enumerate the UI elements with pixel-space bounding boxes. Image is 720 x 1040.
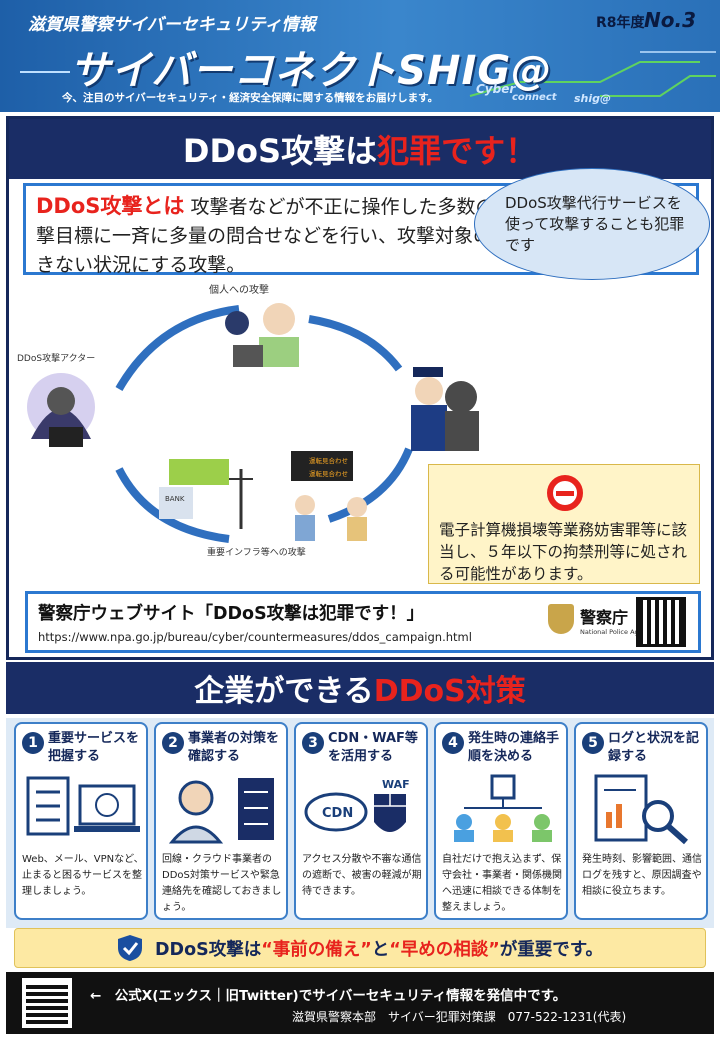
card-body: Web、メール、VPNなど、止まると困るサービスを整理しましょう。: [22, 854, 144, 897]
npa-logo-text: 警察庁: [580, 608, 629, 627]
card-3: 3 CDN・WAF等を活用する CDN WAF アクセス分散や不審な通信の遮断で…: [294, 722, 428, 920]
summary-pre: DDoS攻撃は: [155, 939, 262, 960]
countermeasure-cards: 1 重要サービスを把握する Web、メール、VPNなど、止まると困るサービスを整…: [6, 718, 714, 928]
card-title: 発生時の連絡手順を決める: [468, 731, 560, 764]
card-number: 5: [582, 732, 604, 754]
police-officer-icon: [411, 367, 479, 451]
bank-label: BANK: [165, 495, 185, 503]
card-body: 回線・クラウド事業者のDDoS対策サービスや緊急連絡先を確認しておきましょう。: [162, 854, 282, 913]
board-line-2: 運転見合わせ: [309, 469, 348, 478]
departure-board-icon: 運転見合わせ 運転見合わせ: [291, 451, 367, 541]
card-title: CDN・WAF等を活用する: [328, 731, 418, 764]
arrow-individual-to-police: [308, 315, 403, 372]
tag-connect: connect: [512, 92, 557, 103]
card-5: 5 ログと状況を記録する 発生時刻、影響範囲、通信ログを残すと、原因調査や相談に…: [574, 722, 708, 920]
cdn-waf-icon: CDN WAF: [304, 778, 410, 832]
log-magnifier-icon: [594, 774, 688, 845]
definition-term: DDoS攻撃とは: [36, 194, 185, 218]
card-body: 自社だけで抱え込まず、保守会社・事業者・関係機関へ迅速に相談できる体制を整えまし…: [442, 854, 562, 913]
header-banner: 滋賀県警察サイバーセキュリティ情報 R8年度 No.3 サイバーコネクトSHIG…: [0, 0, 720, 112]
tag-cyber: Cyber: [476, 82, 516, 96]
issue-number: No.3: [644, 8, 696, 32]
card-number: 1: [22, 732, 44, 754]
section2-title-part2: DDoS対策: [373, 674, 526, 709]
hacker-icon: [27, 373, 95, 447]
npa-link-title[interactable]: 警察庁ウェブサイト「DDoS攻撃は犯罪です！」: [38, 604, 425, 624]
summary-quote-1: “事前の備え”: [261, 939, 372, 960]
npa-website-box[interactable]: 警察庁ウェブサイト「DDoS攻撃は犯罪です！」 https://www.npa.…: [25, 591, 701, 653]
infrastructure-icon: [159, 459, 253, 529]
checklist-laptop-icon: [26, 776, 140, 836]
section2-title-part1: 企業ができる: [194, 674, 374, 709]
footer: ← 公式X(エックス｜旧Twitter)でサイバーセキュリティ情報を発信中です。…: [6, 972, 714, 1034]
card-body: アクセス分散や不審な通信の遮断で、被害の軽減が期待できます。: [302, 854, 422, 897]
label-ddos-actor: DDoS攻撃アクター: [17, 352, 95, 364]
card-number: 4: [442, 732, 464, 754]
card-2: 2 事業者の対策を確認する 回線・クラウド事業者のDDoS対策サービスや緊急連絡…: [154, 722, 288, 920]
summary-post: が重要です。: [499, 939, 603, 960]
section1-title-part2: 犯罪です！: [377, 132, 538, 170]
org-chart-icon: [454, 774, 552, 842]
waf-label: WAF: [382, 778, 410, 791]
support-operator-server-icon: [168, 778, 274, 844]
summary-quote-2: “早めの相談”: [389, 939, 500, 960]
ddos-illustration: 個人への攻撃 DDoS攻撃アクター 重要インフラ等への攻撃 BANK: [17, 283, 479, 558]
issue-year: R8年度: [596, 15, 645, 31]
summary-mid: と: [371, 939, 390, 960]
card-4: 4 発生時の連絡手順を決める 自社だけで抱え込まず、保守会社・事業者・関係機関へ…: [434, 722, 568, 920]
card-1: 1 重要サービスを把握する Web、メール、VPNなど、止まると困るサービスを整…: [14, 722, 148, 920]
card-title: 事業者の対策を確認する: [188, 731, 280, 764]
circuit-lines-decoration: [20, 51, 716, 97]
npa-emblem-icon: [548, 604, 574, 634]
shield-check-icon: [118, 935, 143, 961]
arrow-infra-to-police: [327, 447, 413, 523]
card-number: 3: [302, 732, 324, 754]
summary-banner: DDoS攻撃は “事前の備え” と “早めの相談” が重要です。: [14, 928, 706, 968]
speech-bubble: DDoS攻撃代行サービスを使って攻撃することも犯罪です: [474, 168, 710, 280]
x-account-qr-code[interactable]: [22, 978, 72, 1028]
npa-qr-code[interactable]: [636, 597, 686, 647]
section1-title-part1: DDoS攻撃は: [182, 132, 378, 170]
arrow-to-individual: [115, 305, 240, 391]
label-infra-attack: 重要インフラ等への攻撃: [207, 546, 306, 558]
footer-x-notice: ← 公式X(エックス｜旧Twitter)でサイバーセキュリティ情報を発信中です。: [90, 988, 567, 1004]
prohibited-icon: [547, 475, 583, 511]
cdn-label: CDN: [322, 806, 353, 821]
footer-contact: 滋賀県警察本部 サイバー犯罪対策課 077-522-1231(代表): [292, 1010, 627, 1024]
npa-url[interactable]: https://www.npa.go.jp/bureau/cyber/count…: [38, 630, 472, 644]
npa-logo-english: National Police Agency: [580, 628, 655, 636]
card-body: 発生時刻、影響範囲、通信ログを残すと、原因調査や相談に役立ちます。: [582, 854, 702, 897]
board-line-1: 運転見合わせ: [309, 456, 348, 465]
org-name: 滋賀県警察サイバーセキュリティ情報: [28, 15, 316, 35]
card-title: 重要サービスを把握する: [48, 731, 140, 764]
label-individual-attack: 個人への攻撃: [209, 283, 269, 296]
individual-victim-icon: [225, 303, 299, 367]
warning-box: 電子計算機損壊等業務妨害罪等に該当し、５年以下の拘禁刑等に処される可能性がありま…: [428, 464, 700, 584]
tag-shiga: shig@: [574, 92, 612, 105]
card-number: 2: [162, 732, 184, 754]
card-title: ログと状況を記録する: [608, 731, 700, 764]
warning-text: 電子計算機損壊等業務妨害罪等に該当し、５年以下の拘禁刑等に処される可能性がありま…: [439, 521, 688, 583]
newsletter-subtitle: 今、注目のサイバーセキュリティ・経済安全保障に関する情報をお届けします。: [62, 92, 439, 104]
newsletter-title: サイバーコネクトSHIG@: [70, 48, 553, 94]
